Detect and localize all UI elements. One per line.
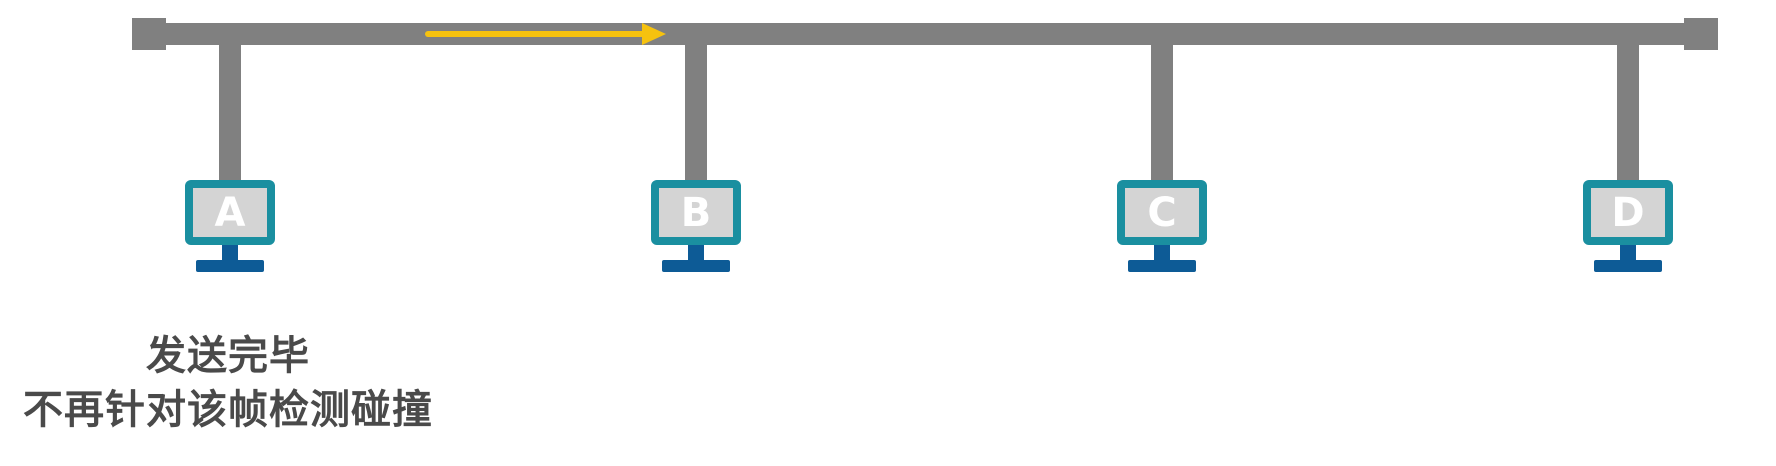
station-label-b: B (681, 190, 712, 236)
drop-cable-a (219, 40, 241, 180)
station-b: B (651, 180, 741, 272)
monitor-stand (222, 245, 238, 260)
station-label-a: A (215, 190, 246, 236)
station-d: D (1583, 180, 1673, 272)
station-label-d: D (1611, 190, 1644, 236)
caption-line-1: 发送完毕 (146, 333, 310, 379)
drop-cable-b (685, 40, 707, 180)
monitor-stand (1154, 245, 1170, 260)
monitor-base (1128, 260, 1196, 272)
monitor-base (662, 260, 730, 272)
signal-arrow (425, 23, 666, 45)
drop-cable-c (1151, 40, 1173, 180)
bus-terminator-left (132, 18, 166, 50)
caption-line-2: 不再针对该帧检测碰撞 (23, 387, 433, 433)
bus-terminator-right (1684, 18, 1718, 50)
monitor-stand (688, 245, 704, 260)
station-c: C (1117, 180, 1207, 272)
monitor-stand (1620, 245, 1636, 260)
monitor-base (196, 260, 264, 272)
monitor-base (1594, 260, 1662, 272)
station-label-c: C (1147, 190, 1176, 236)
bus-line (135, 23, 1715, 45)
station-a: A (185, 180, 275, 272)
drop-cable-d (1617, 40, 1639, 180)
